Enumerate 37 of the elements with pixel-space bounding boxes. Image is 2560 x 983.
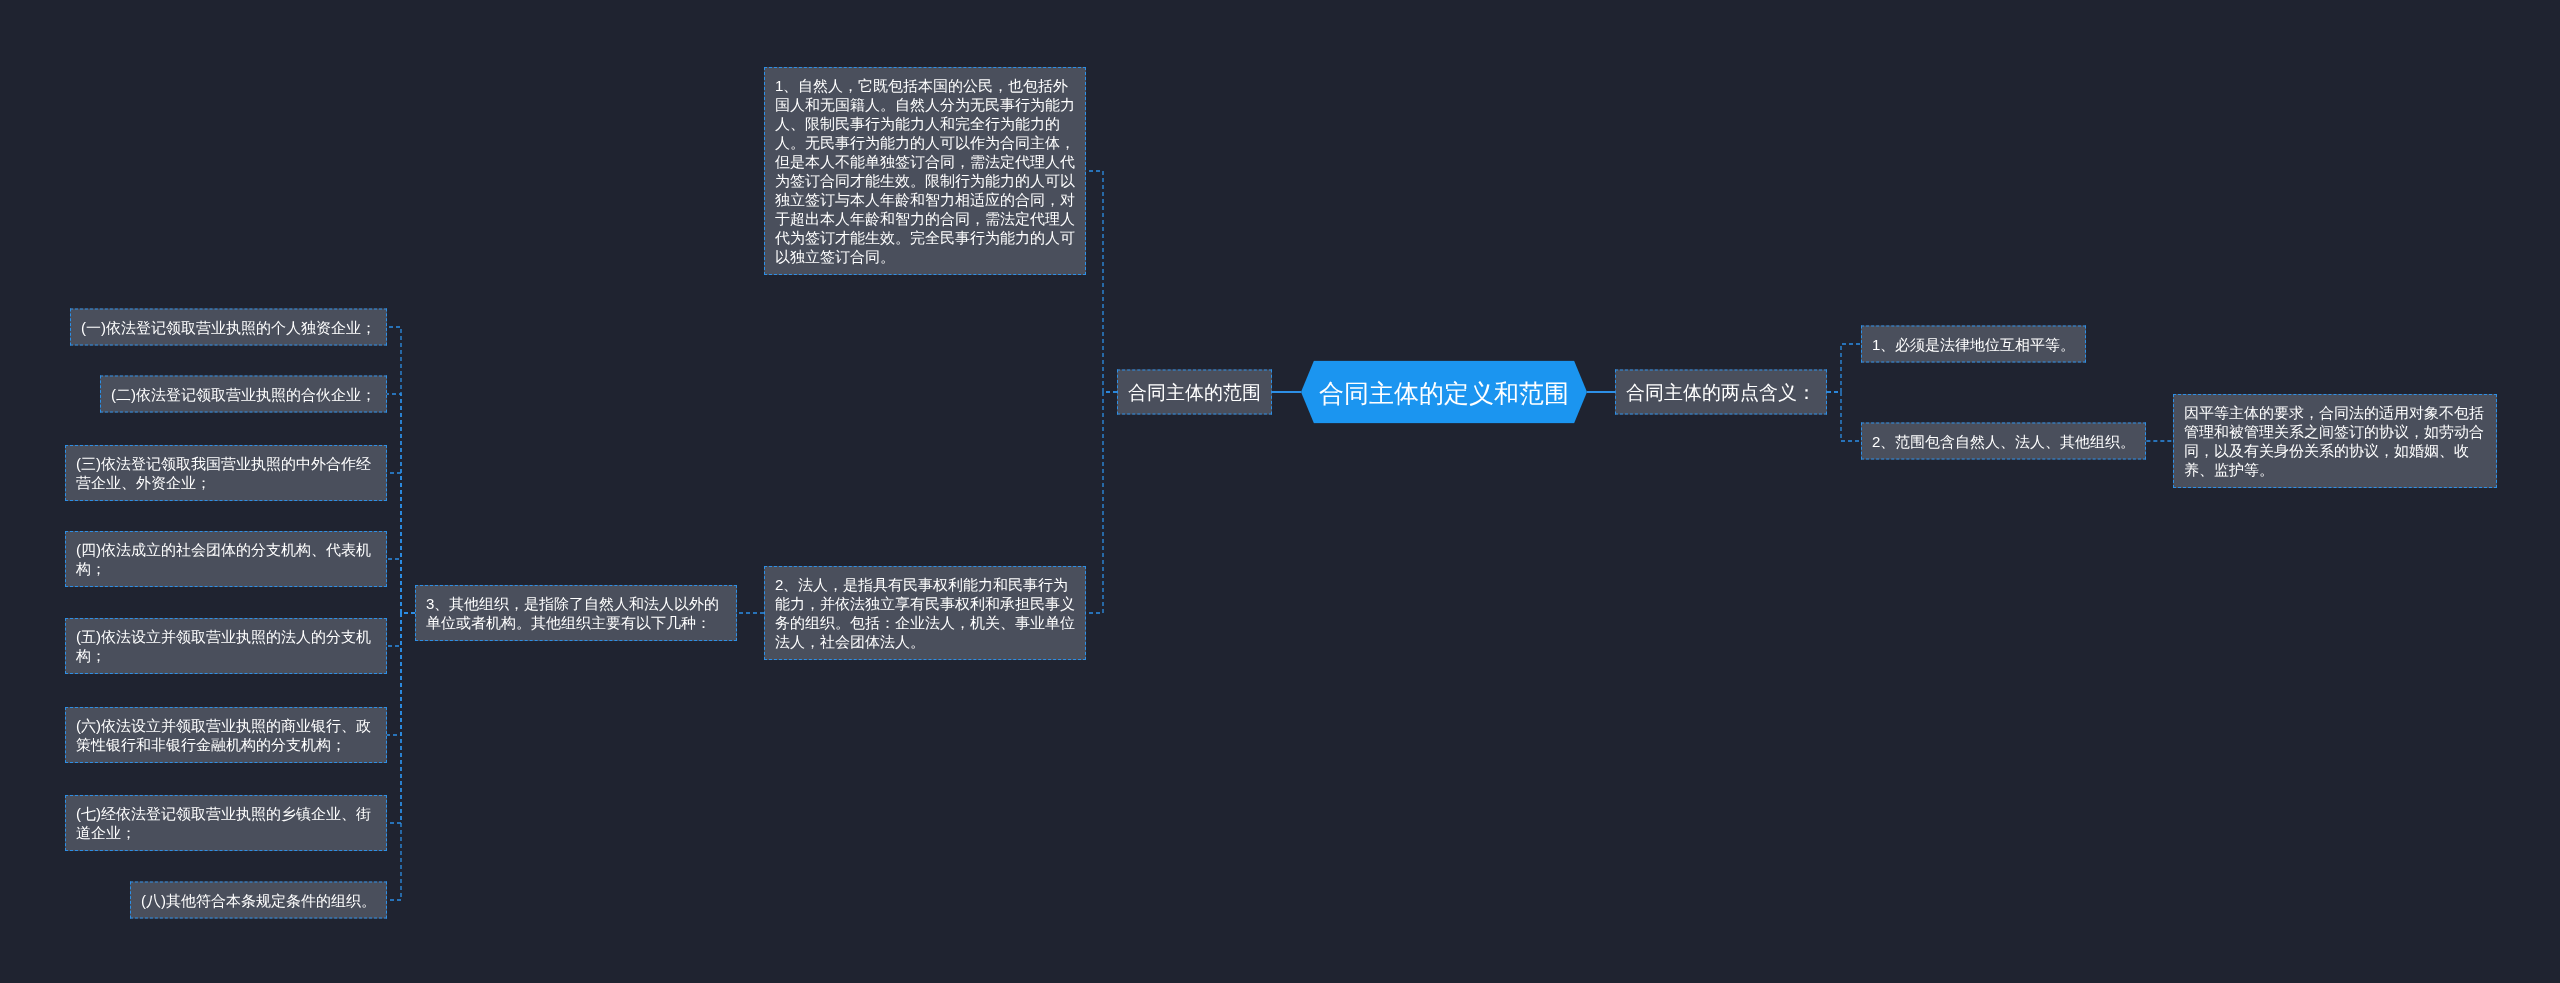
connector-line [1826,391,1862,442]
topic-box [415,585,737,641]
connector-line [1271,391,1302,393]
topic-text: (一)依法登记领取营业执照的个人独资企业； [81,317,376,337]
topic-box [65,795,387,851]
topic-text: (二)依法登记领取营业执照的合伙企业； [111,384,376,404]
topic-text: (八)其他符合本条规定条件的组织。 [141,890,376,910]
connector-line [2145,440,2174,442]
topic-box [1861,422,2147,460]
topic-text: 2、法人，是指具有民事权利能力和民事行为能力，并依法独立享有民事权利和承担民事义务的组织。包括：企业法人，机关、事业单位法人，社会团体法人。 [775,575,1075,651]
topic-box [130,881,387,919]
topic-title: 合同主体的定义和范围 [1319,377,1569,407]
connector-line [1586,391,1616,393]
topic-text: 因平等主体的要求，合同法的适用对象不包括管理和被管理关系之间签订的协议，如劳动合同，以及有关身份关系的协议，如婚姻、收养、监护等。 [2184,403,2485,479]
topic-box [65,445,387,501]
topic-text: 1、自然人，它既包括本国的公民，也包括外国人和无国籍人。自然人分为无民事行为能力人、限制民事行为能力人和完全行为能力的人。无民事行为能力的人可以作为合同主体，但是本人不能单独签订合同，需法定代理人代为签订合同才能生效。限制行为能力的人可以独立签订与本人年龄和智力相适应的合同，对于超出本人年龄和智力的合同，需法定代理人代为签订才能生效。完全民事行为能力的人可以独立签订合同。 [775,76,1075,266]
topic-box [70,308,387,346]
topic-box [100,375,387,413]
connector-line [736,612,765,614]
topic-box [65,618,387,674]
branch-topic-box [1615,369,1827,415]
topic-text: (五)依法设立并领取营业执照的法人的分支机构； [76,627,372,665]
topic-box [1861,325,2087,363]
topic-text: 3、其他组织，是指除了自然人和法人以外的单位或者机构。其他组织主要有以下几种： [426,594,721,632]
topic-title: 合同主体的两点含义： [1626,380,1816,405]
topic-text: (四)依法成立的社会团体的分支机构、代表机构； [76,540,372,578]
topic-box [2173,394,2497,488]
branch-topic-box [1117,369,1272,415]
topic-box [65,707,387,763]
topic-text: (六)依法设立并领取营业执照的商业银行、政策性银行和非银行金融机构的分支机构； [76,716,372,754]
topic-text: 1、必须是法律地位互相平等。 [1872,334,2076,354]
topic-box [764,566,1086,660]
topic-title: 合同主体的范围 [1128,380,1261,405]
topic-text: (三)依法登记领取我国营业执照的中外合作经营企业、外资企业； [76,454,372,492]
topic-text: (七)经依法登记领取营业执照的乡镇企业、街道企业； [76,804,372,842]
topic-box [65,531,387,587]
topic-text: 2、范围包含自然人、法人、其他组织。 [1872,431,2136,451]
